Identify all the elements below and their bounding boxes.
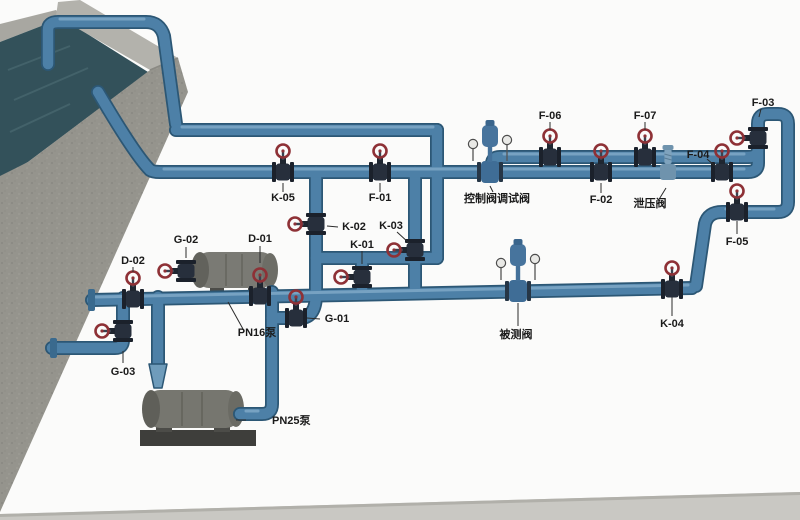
valve-g01	[283, 289, 309, 330]
reducer-cone	[148, 363, 168, 389]
label-f05: F-05	[726, 236, 749, 248]
wall-face	[0, 58, 188, 512]
valve-f05	[724, 183, 750, 224]
label-k01: K-01	[350, 239, 374, 251]
label-f02: F-02	[590, 194, 613, 206]
label-k02: K-02	[342, 221, 366, 233]
valve-f06	[537, 128, 563, 169]
valve-f01	[367, 143, 393, 184]
label-f06: F-06	[539, 110, 562, 122]
valve-g02	[157, 258, 198, 284]
valve-d01	[247, 267, 273, 308]
valve-f03	[729, 125, 770, 151]
label-g03: G-03	[111, 366, 135, 378]
leader-lines	[122, 108, 762, 421]
pump-pn25	[140, 390, 256, 446]
floor-edge	[0, 492, 800, 517]
wall-far-band	[0, 10, 62, 42]
valve-f07	[632, 128, 658, 169]
valve-f04	[709, 143, 735, 184]
valve-k02	[287, 211, 328, 237]
label-k03: K-03	[379, 220, 403, 232]
label-g01: G-01	[325, 313, 349, 325]
label-k05: K-05	[271, 192, 295, 204]
label-relief-valve: 泄压阀	[634, 196, 667, 210]
label-test-valve: 被测阀	[500, 327, 533, 341]
label-pn25-pump: PN25泵	[272, 414, 311, 427]
label-control-valve: 控制阀调试阀	[464, 191, 530, 205]
label-k04: K-04	[660, 318, 685, 330]
valve-k05	[270, 143, 296, 184]
valve-k03	[386, 237, 427, 263]
labels: K-05 F-01 控制阀调试阀 F-02 泄压阀 F-04 F-06 F-07…	[111, 97, 775, 427]
label-f03: F-03	[752, 97, 775, 109]
label-g02: G-02	[174, 234, 198, 246]
water-ripples	[7, 45, 89, 133]
label-d01: D-01	[248, 233, 272, 245]
label-f04: F-04	[687, 149, 711, 161]
valve-k01	[333, 264, 374, 290]
valve-d02	[120, 270, 146, 311]
label-f01: F-01	[369, 192, 392, 204]
label-d02: D-02	[121, 255, 145, 267]
valve-f02	[588, 143, 614, 184]
label-pn16-pump: PN16泵	[238, 326, 277, 339]
valve-k04	[659, 260, 685, 301]
valve-g03	[94, 318, 135, 344]
label-f07: F-07	[634, 110, 657, 122]
